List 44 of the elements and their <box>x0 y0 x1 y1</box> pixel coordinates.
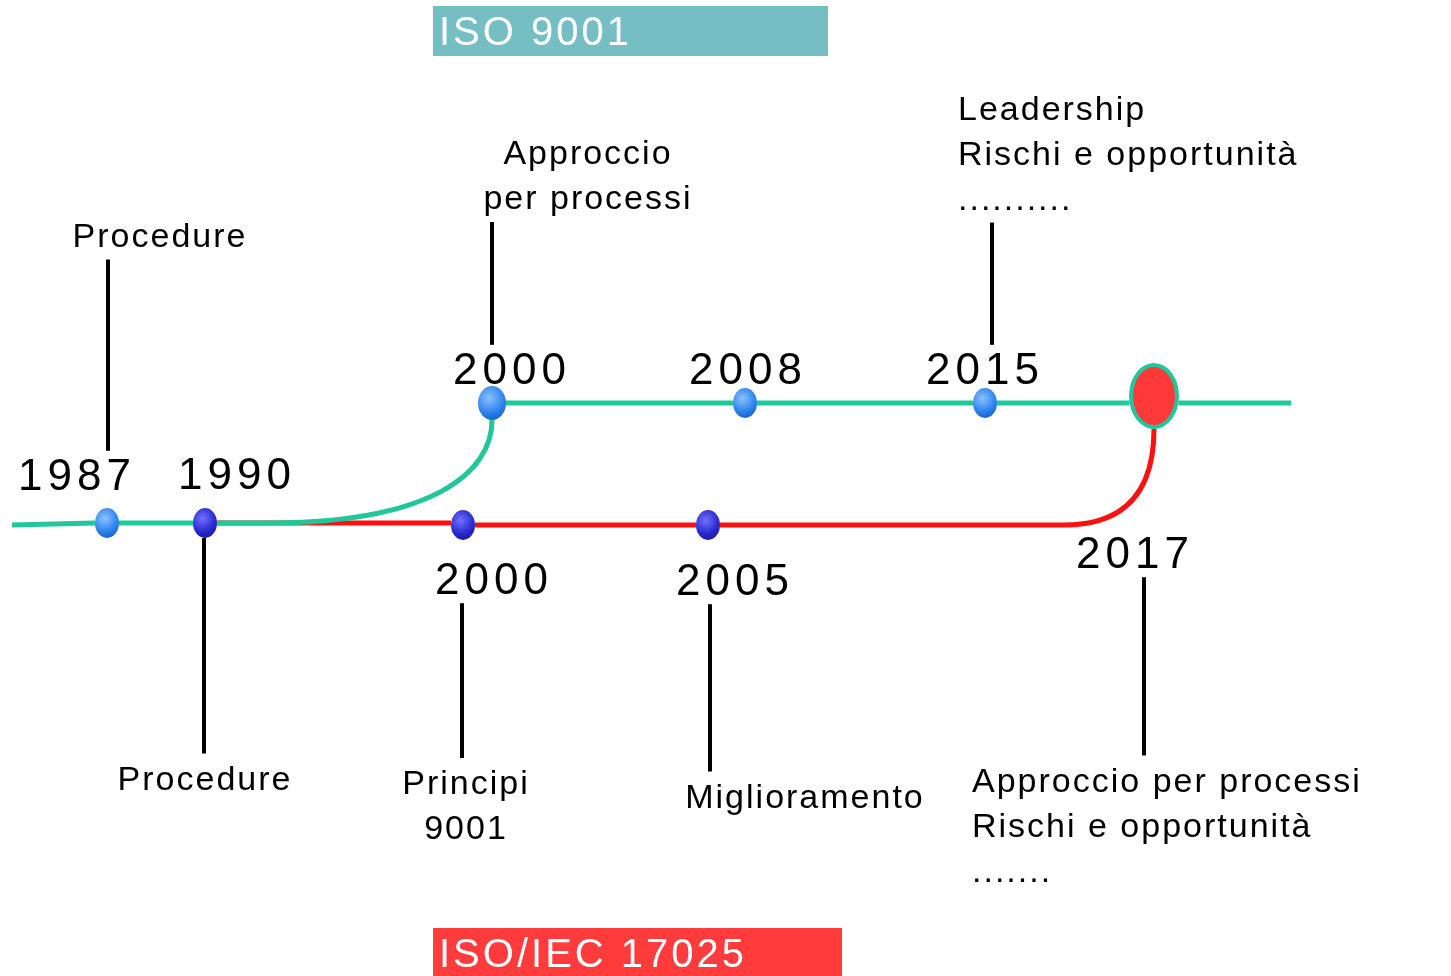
year-label: 2000 <box>453 344 571 394</box>
year-label: 2005 <box>676 555 794 605</box>
timeline-line <box>217 419 495 526</box>
milestone-note: Procedure <box>117 753 293 803</box>
note-line: Leadership <box>958 87 1147 129</box>
year-label: 1990 <box>178 449 296 499</box>
timeline-line <box>11 520 96 528</box>
timeline-dot <box>451 510 475 540</box>
timeline-dot <box>696 510 720 540</box>
timeline-dot <box>733 388 757 418</box>
year-label: 2017 <box>1076 528 1194 578</box>
milestone-note: Principi 9001 <box>366 758 566 852</box>
leader-line <box>708 604 712 772</box>
timeline-line <box>720 428 1157 528</box>
year-label: 1987 <box>18 450 136 500</box>
year-label: 2015 <box>926 344 1044 394</box>
note-line: ....... <box>972 849 1053 891</box>
note-line: .......... <box>958 177 1073 219</box>
milestone-note: Approccio per processi <box>472 128 704 222</box>
timeline-line <box>119 520 193 526</box>
milestone-note: Miglioramento <box>685 771 925 821</box>
leader-line <box>990 222 994 345</box>
timeline-line <box>757 400 973 406</box>
milestone-note: Procedure <box>72 210 248 260</box>
leader-line <box>106 259 110 451</box>
timeline-line <box>475 522 696 528</box>
leader-line <box>460 603 464 758</box>
timeline-dot <box>973 388 997 418</box>
timeline-dot <box>478 386 506 420</box>
standard-banner: ISO/IEC 17025 <box>433 928 842 976</box>
note-line: Approccio per processi <box>972 759 1362 801</box>
year-label: 2000 <box>435 554 553 604</box>
standard-banner: ISO 9001 <box>433 6 828 56</box>
leader-line <box>1142 577 1146 756</box>
leader-line <box>490 222 494 345</box>
timeline-line <box>506 400 733 406</box>
timeline-line <box>1178 400 1291 406</box>
note-line: Rischi e opportunità <box>958 132 1299 174</box>
timeline-line <box>997 400 1130 406</box>
timeline-dot <box>95 508 119 538</box>
timeline-dot <box>193 508 217 538</box>
leader-line <box>202 538 206 754</box>
note-line: Rischi e opportunità <box>972 804 1313 846</box>
year-label: 2008 <box>689 344 807 394</box>
